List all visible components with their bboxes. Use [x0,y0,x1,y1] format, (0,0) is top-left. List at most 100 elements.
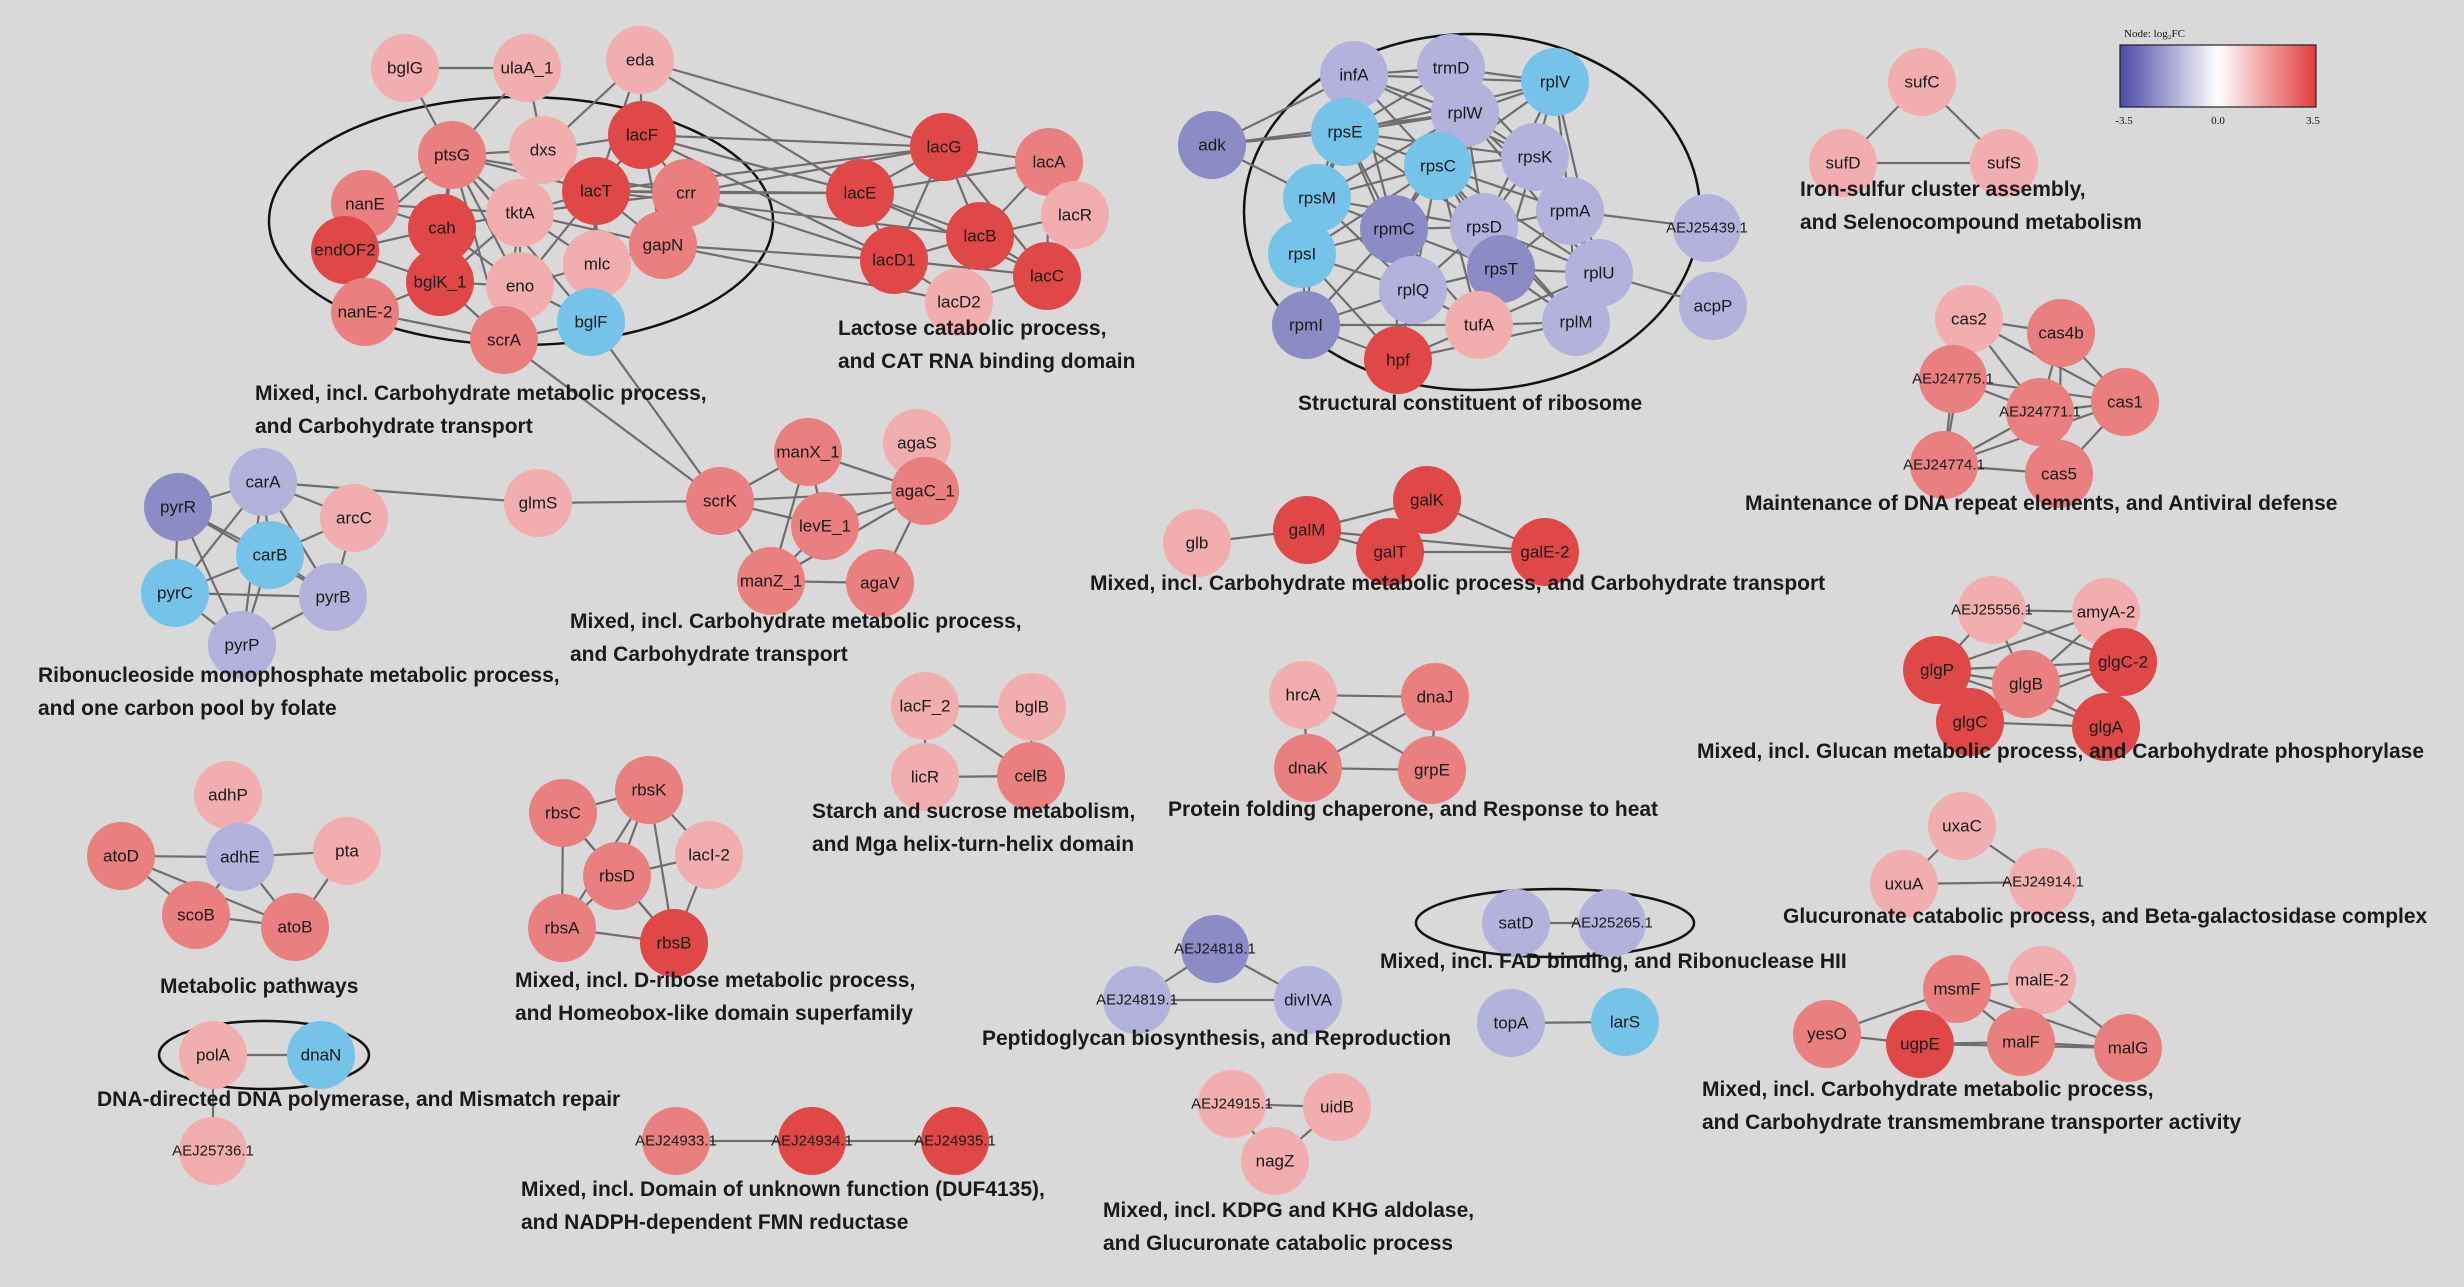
node-circle [1501,123,1569,191]
node-rbsb: rbsB [640,909,708,977]
node-circle [791,492,859,560]
ring-fad-cluster [1414,887,1696,959]
node-circle [371,34,439,102]
node-label: pyrB [316,588,351,607]
node-endof2: endOF2 [311,216,379,284]
edge-gapn-lacd2 [662,243,960,304]
node-label: dnaK [1288,759,1328,778]
node-uxua: uxuA [1870,850,1938,918]
node-circle [509,116,577,184]
cluster-label-5: Maintenance of DNA repeat elements, and … [1745,492,2337,515]
node-label: galM [1289,521,1326,540]
node-circle [229,448,297,516]
cluster-label-line: Mixed, incl. Glucan metabolic process, a… [1697,740,2424,763]
node-circle [1360,195,1428,263]
node-label: bglB [1015,698,1049,717]
node-dxs: dxs [509,116,577,184]
node-label: lacI-2 [688,846,730,865]
node-ugpe: ugpE [1886,1010,1954,1078]
cluster-label-line: Maintenance of DNA repeat elements, and … [1745,492,2337,515]
node-label: divIVA [1284,991,1333,1010]
node-rplm: rplM [1542,288,1610,356]
node-circle [1198,1070,1266,1138]
node-circle [1888,48,1956,116]
node-circle [486,252,554,320]
node-label: nanE [345,195,385,214]
node-label: rpsE [1328,123,1363,142]
node-circle [1320,41,1388,109]
node-label: lacG [927,138,962,157]
node-tufa: tufA [1445,291,1513,359]
cluster-label-line: Structural constituent of ribosome [1298,392,1642,415]
node-circle [1578,889,1646,957]
node-eno: eno [486,252,554,320]
edge-galm-gale-2 [1306,528,1546,554]
cluster-label-8: Mixed, incl. Carbohydrate metabolic proc… [1090,572,1825,595]
node-lact: lacT [562,157,630,225]
node-agav: agaV [846,549,914,617]
node-circle [1477,989,1545,1057]
cluster-labels: Mixed, incl. Carbohydrate metabolic proc… [38,178,2428,1255]
node-circle [331,278,399,346]
edge-bglf-scrk [590,321,721,502]
node-label: celB [1014,767,1047,786]
node-label: rpsC [1420,157,1456,176]
cluster-label-line: Mixed, incl. Carbohydrate metabolic proc… [1090,572,1825,595]
node-mlc: mlc [563,230,631,298]
node-circle [1356,518,1424,586]
node-rbsa: rbsA [528,894,596,962]
node-circle [493,34,561,102]
node-tkta: tktA [486,179,554,247]
cluster-label-line: and NADPH-dependent FMN reductase [521,1211,908,1234]
cluster-label-line: Lactose catabolic process, [838,317,1106,340]
node-circle [1178,111,1246,179]
node-cas2: cas2 [1935,285,2003,353]
node-label: licR [911,768,939,787]
node-label: nagZ [1256,1152,1295,1171]
node-label: glgC-2 [2098,653,2148,672]
node-label: rpmI [1289,316,1323,335]
node-circle [2006,378,2074,446]
node-lace: lacE [826,159,894,227]
node-laca: lacA [1015,128,1083,196]
node-label: galK [1410,491,1445,510]
node-circle [563,230,631,298]
node-circle [1041,181,1109,249]
node-lacb: lacB [946,202,1014,270]
node-carb: carB [236,521,304,589]
node-agac-1: agaC_1 [891,457,959,525]
node-celb: celB [997,742,1065,810]
cluster-label-10: Starch and sucrose metabolism,and Mga he… [812,800,1135,856]
node-circle [925,268,993,336]
node-rpmc: rpmC [1360,195,1428,263]
node-label: lacC [1030,267,1064,286]
node-rpsk: rpsK [1501,123,1569,191]
node-label: tufA [1464,316,1495,335]
node-label: rbsC [545,804,581,823]
node-sufc: sufC [1888,48,1956,116]
node-circle [2094,1014,2162,1082]
node-label: glmS [519,494,558,513]
node-label: hpf [1386,351,1410,370]
node-label: rplM [1559,313,1592,332]
node-label: gapN [643,236,684,255]
cluster-label-line: Metabolic pathways [160,975,358,998]
node-circle [640,909,708,977]
node-circle [2009,848,2077,916]
node-circle [1886,1010,1954,1078]
cluster-label-19: Mixed, incl. Domain of unknown function … [521,1178,1045,1234]
node-label: agaV [860,574,900,593]
node-pola: polA [179,1021,247,1089]
node-circle [1103,966,1171,1034]
node-circle [528,894,596,962]
node-label: carB [253,546,288,565]
node-label: eno [506,277,534,296]
node-glgc: glgC [1936,688,2004,756]
node-acpp: acpP [1679,272,1747,340]
node-label: uxuA [1885,875,1924,894]
node-circle [1928,792,1996,860]
node-circle [1992,650,2060,718]
node-circle [629,211,697,279]
node-circle [2089,628,2157,696]
node-glb: glb [1163,509,1231,577]
